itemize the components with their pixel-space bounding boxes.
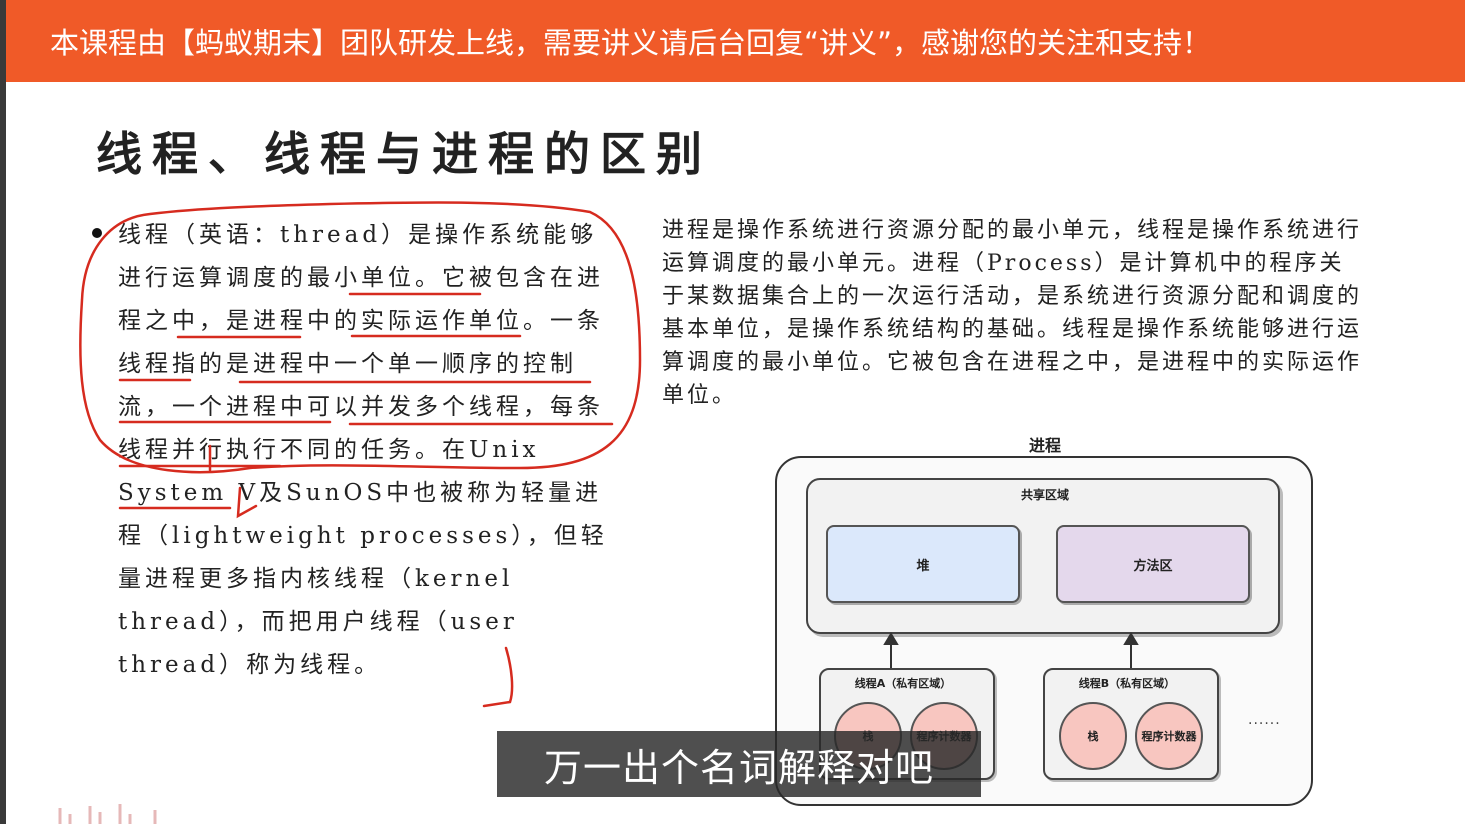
audio-waveform-icon [58,804,157,824]
process-thread-paragraph: 进程是操作系统进行资源分配的最小单元，线程是操作系统进行运算调度的最小单元。进程… [662,218,1363,408]
thread-definition-paragraph: 线程（英语：thread）是操作系统能够进行运算调度的最小单位。它被包含在进程之… [118,222,608,678]
video-frame-edge [0,0,6,824]
thread-b-stack: 栈 [1059,702,1127,770]
more-threads-ellipsis: ...... [1248,712,1281,728]
heap-box: 堆 [826,525,1020,603]
video-subtitle: 万一出个名词解释对吧 [497,731,981,797]
method-area-box: 方法区 [1056,525,1250,603]
slide-title: 线程、线程与进程的区别 [96,127,712,181]
shared-area-label: 共享区域 [1020,488,1069,502]
course-banner: 本课程由【蚂蚁期末】团队研发上线，需要讲义请后台回复“讲义”，感谢您的关注和支持… [6,0,1465,82]
bullet-icon [92,228,102,238]
diagram-title: 进程 [1028,436,1061,455]
thread-a-label: 线程A（私有区域） [854,677,952,690]
thread-b-label: 线程B（私有区域） [1078,677,1176,690]
thread-b-program-counter: 程序计数器 [1135,702,1203,770]
